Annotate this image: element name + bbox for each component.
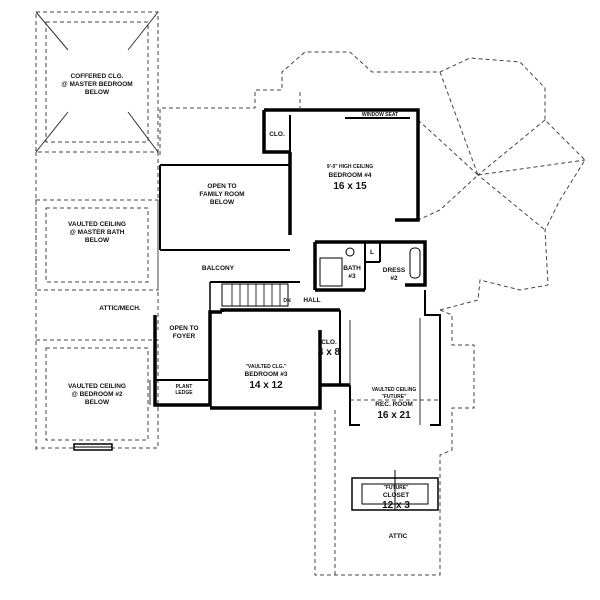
bedroom3-label: "VAULTED CLG." BEDROOM #3 14 x 12	[245, 364, 288, 391]
bedroom3-size: 14 x 12	[249, 380, 283, 391]
bath3-label: BATH #3	[343, 265, 361, 280]
clo-48-line-1: CLO.	[321, 339, 337, 346]
vaulted-mbath-line-3: BELOW	[85, 237, 110, 244]
coffered-line-2: @ MASTER BEDROOM	[61, 81, 132, 88]
bath3-line-2: #3	[348, 273, 356, 280]
open-family-line-2: FAMILY ROOM	[199, 191, 244, 198]
bedroom3-ceiling: "VAULTED CLG."	[246, 364, 288, 370]
open-foyer-line-2: FOYER	[173, 333, 196, 340]
balcony-label: BALCONY	[202, 265, 235, 272]
bedroom4-ceiling: 9'-0" HIGH CEILING	[327, 164, 373, 170]
window-seat-label: WINDOW SEAT	[362, 112, 398, 118]
vaulted-bed2-line-3: BELOW	[85, 399, 110, 406]
main-walls	[149, 108, 441, 511]
dress2-line-1: DRESS	[383, 267, 406, 274]
plant-ledge-label: PLANT LEDGE	[175, 384, 193, 396]
plant-ledge-line-2: LEDGE	[175, 390, 193, 396]
bath3-line-1: BATH	[343, 265, 361, 272]
bedroom3-name: BEDROOM #3	[245, 371, 288, 378]
bedroom4-name: BEDROOM #4	[329, 172, 372, 179]
coffered-line-1: COFFERED CLG.	[70, 73, 123, 80]
rec-room-tag: "FUTURE"	[381, 394, 407, 400]
vaulted-mbath-line-2: @ MASTER BATH	[70, 229, 125, 236]
dress2-label: DRESS #2	[383, 267, 406, 282]
hall-label: HALL	[303, 297, 320, 304]
rec-room-size: 16 x 21	[377, 410, 411, 421]
coffered-label: COFFERED CLG. @ MASTER BEDROOM BELOW	[61, 73, 132, 96]
vaulted-mbath-line-1: VAULTED CEILING	[68, 221, 126, 228]
rec-room-label: VAULTED CEILING "FUTURE" REC. ROOM 16 x …	[372, 387, 417, 421]
open-foyer-label: OPEN TO FOYER	[169, 325, 198, 340]
clo-small-label: CLO.	[269, 131, 285, 138]
attic-mech-label: ATTIC/MECH.	[99, 305, 141, 312]
open-family-line-1: OPEN TO	[207, 183, 236, 190]
bedroom4-label: 9'-0" HIGH CEILING BEDROOM #4 16 x 15	[327, 164, 373, 192]
closet-name: CLOSET	[383, 492, 409, 499]
open-family-line-3: BELOW	[210, 199, 235, 206]
plant-ledge-line-1: PLANT	[176, 384, 193, 390]
open-family-label: OPEN TO FAMILY ROOM BELOW	[199, 183, 244, 206]
clo-48-label: CLO. 4 x 8	[318, 339, 341, 358]
roof-outline	[159, 51, 586, 576]
closet-tag: "FUTURE"	[383, 485, 409, 491]
vaulted-bed2-line-2: @ BEDROOM #2	[71, 391, 123, 398]
coffered-line-3: BELOW	[85, 89, 110, 96]
stair	[209, 282, 289, 312]
closet-label: "FUTURE" CLOSET 12 x 3	[382, 485, 410, 511]
left-attic-zones	[35, 11, 159, 451]
vaulted-mbath-label: VAULTED CEILING @ MASTER BATH BELOW	[68, 221, 126, 244]
rec-room-ceiling: VAULTED CEILING	[372, 387, 417, 393]
rec-room-name: REC. ROOM	[375, 401, 413, 408]
clo-48-line-2: 4 x 8	[318, 347, 341, 358]
bedroom4-size: 16 x 15	[333, 181, 367, 192]
attic-label: ATTIC	[389, 533, 408, 540]
closet-size: 12 x 3	[382, 500, 410, 511]
stair-dn-label: DN	[283, 298, 291, 304]
vaulted-bed2-label: VAULTED CEILING @ BEDROOM #2 BELOW	[68, 383, 126, 406]
dress2-line-2: #2	[390, 275, 398, 282]
open-foyer-line-1: OPEN TO	[169, 325, 198, 332]
vaulted-bed2-line-1: VAULTED CEILING	[68, 383, 126, 390]
linen-label: L	[370, 249, 374, 256]
